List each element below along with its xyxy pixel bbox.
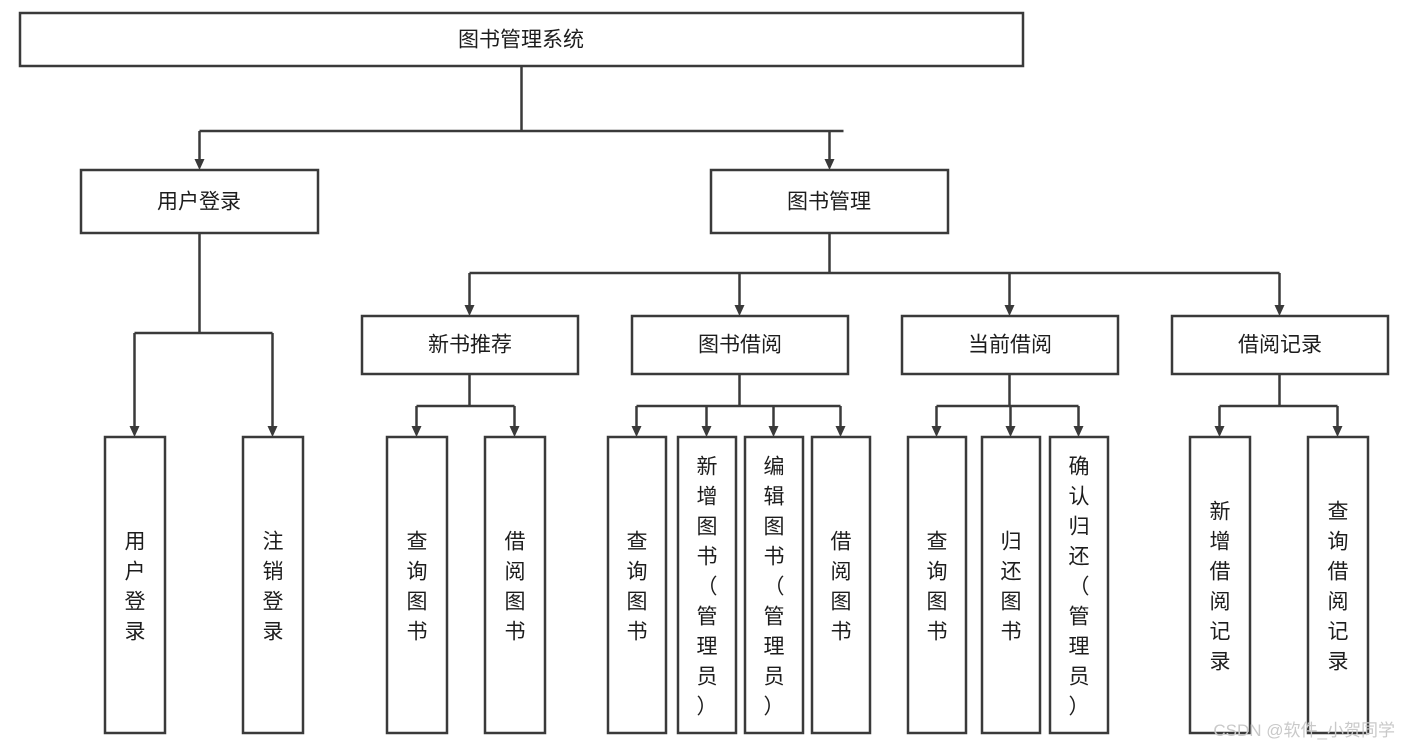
node-book-manage-box[interactable] <box>709 168 950 235</box>
node-leaf-add-borrow-record-label: 新增借阅记录 <box>1210 500 1231 673</box>
node-book-manage-label: 图书管理 <box>787 191 871 214</box>
node-root-box[interactable] <box>18 11 1025 68</box>
node-leaf-return-book-box[interactable] <box>980 435 1042 735</box>
node-user-login-label: 用户登录 <box>157 191 241 214</box>
node-leaf-borrow-book[interactable]: 借阅图书 <box>810 435 872 735</box>
node-leaf-query-book-borrow-label: 查询图书 <box>627 530 648 643</box>
node-current-borrow-label: 当前借阅 <box>968 334 1052 357</box>
node-leaf-query-book-cur-box[interactable] <box>906 435 968 735</box>
node-root[interactable]: 图书管理系统 <box>18 11 1025 68</box>
node-leaf-logout-login[interactable]: 注销登录 <box>241 435 305 735</box>
node-leaf-logout-login-box[interactable] <box>241 435 305 735</box>
node-current-borrow-box[interactable] <box>900 314 1120 376</box>
node-book-borrow-box[interactable] <box>630 314 850 376</box>
connector-layer <box>129 66 1343 437</box>
node-leaf-query-book-cur-label: 查询图书 <box>927 530 948 643</box>
node-user-login-box[interactable] <box>79 168 320 235</box>
node-leaf-query-borrow-record-box[interactable] <box>1306 435 1370 735</box>
node-leaf-borrow-book-rec-label: 借阅图书 <box>505 530 526 643</box>
node-leaf-add-book-box[interactable] <box>676 435 738 735</box>
node-current-borrow[interactable]: 当前借阅 <box>900 314 1120 376</box>
node-leaf-query-book-borrow[interactable]: 查询图书 <box>606 435 668 735</box>
node-leaf-edit-book-box[interactable] <box>743 435 805 735</box>
node-leaf-add-borrow-record-box[interactable] <box>1188 435 1252 735</box>
node-leaf-query-borrow-record[interactable]: 查询借阅记录 <box>1306 435 1370 735</box>
node-leaf-user-login[interactable]: 用户登录 <box>103 435 167 735</box>
node-book-borrow-label: 图书借阅 <box>698 334 782 357</box>
node-book-manage[interactable]: 图书管理 <box>709 168 950 235</box>
node-new-book-recommend[interactable]: 新书推荐 <box>360 314 580 376</box>
node-leaf-edit-book-label: 编辑图书（管理员） <box>764 455 785 718</box>
node-leaf-confirm-return-box[interactable] <box>1048 435 1110 735</box>
node-borrow-record[interactable]: 借阅记录 <box>1170 314 1390 376</box>
node-leaf-borrow-book-box[interactable] <box>810 435 872 735</box>
node-borrow-record-box[interactable] <box>1170 314 1390 376</box>
node-leaf-user-login-box[interactable] <box>103 435 167 735</box>
node-leaf-confirm-return-label: 确认归还（管理员） <box>1069 455 1090 718</box>
node-user-login[interactable]: 用户登录 <box>79 168 320 235</box>
node-new-book-recommend-box[interactable] <box>360 314 580 376</box>
node-leaf-query-book-cur[interactable]: 查询图书 <box>906 435 968 735</box>
node-book-borrow[interactable]: 图书借阅 <box>630 314 850 376</box>
node-leaf-query-borrow-record-label: 查询借阅记录 <box>1328 500 1349 673</box>
node-new-book-recommend-label: 新书推荐 <box>428 334 512 357</box>
node-leaf-user-login-label: 用户登录 <box>125 530 146 643</box>
node-leaf-query-book-rec-label: 查询图书 <box>407 530 428 643</box>
node-leaf-return-book-label: 归还图书 <box>1001 530 1022 643</box>
node-leaf-return-book[interactable]: 归还图书 <box>980 435 1042 735</box>
node-leaf-add-book[interactable]: 新增图书（管理员） <box>676 435 738 735</box>
node-borrow-record-label: 借阅记录 <box>1238 334 1322 357</box>
node-leaf-borrow-book-rec[interactable]: 借阅图书 <box>483 435 547 735</box>
node-leaf-borrow-book-rec-box[interactable] <box>483 435 547 735</box>
node-root-label: 图书管理系统 <box>458 29 584 52</box>
node-leaf-add-borrow-record[interactable]: 新增借阅记录 <box>1188 435 1252 735</box>
node-leaf-query-book-rec[interactable]: 查询图书 <box>385 435 449 735</box>
node-leaf-edit-book[interactable]: 编辑图书（管理员） <box>743 435 805 735</box>
node-leaf-add-book-label: 新增图书（管理员） <box>697 455 718 718</box>
node-leaf-query-book-rec-box[interactable] <box>385 435 449 735</box>
node-leaf-logout-login-label: 注销登录 <box>263 530 284 643</box>
node-leaf-borrow-book-label: 借阅图书 <box>831 530 852 643</box>
node-leaf-confirm-return[interactable]: 确认归还（管理员） <box>1048 435 1110 735</box>
node-leaf-query-book-borrow-box[interactable] <box>606 435 668 735</box>
